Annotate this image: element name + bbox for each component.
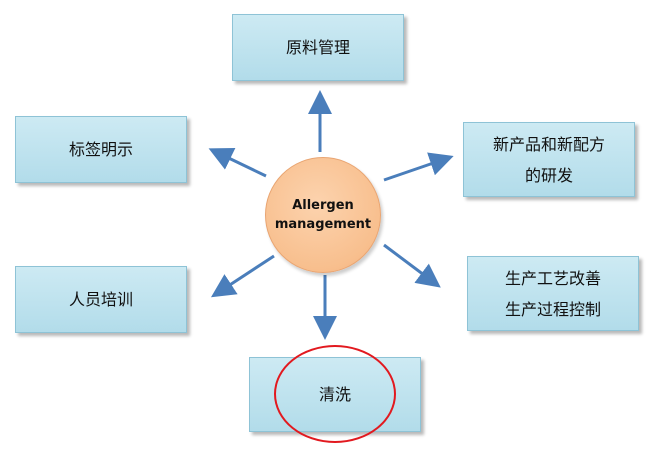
hub-label-line2: management [274,217,372,232]
node-new-products-label-line1: 新产品和新配方 [492,134,605,154]
hub-label-line1: Allergen [292,198,354,213]
node-raw-materials: 原料管理 [232,14,404,81]
arrow-to-training [210,254,275,298]
highlight-ring [274,345,396,443]
node-labeling: 标签明示 [15,116,187,183]
node-new-products: 新产品和新配方 的研发 [463,122,635,197]
arrow-to-labeling [208,147,267,178]
node-new-products-label-line2: 的研发 [524,165,573,185]
arrow-to-process [383,243,441,288]
node-process-label-line2: 生产过程控制 [504,299,601,319]
node-process: 生产工艺改善 生产过程控制 [467,256,639,331]
arrow-to-new-products [383,152,454,182]
node-raw-materials-label: 原料管理 [285,38,350,57]
node-training-label: 人员培训 [68,290,133,309]
node-training: 人员培训 [15,266,187,333]
node-labeling-label: 标签明示 [68,140,133,159]
node-process-label-line1: 生产工艺改善 [504,268,601,288]
hub-allergen-management: Allergen management [265,157,381,273]
